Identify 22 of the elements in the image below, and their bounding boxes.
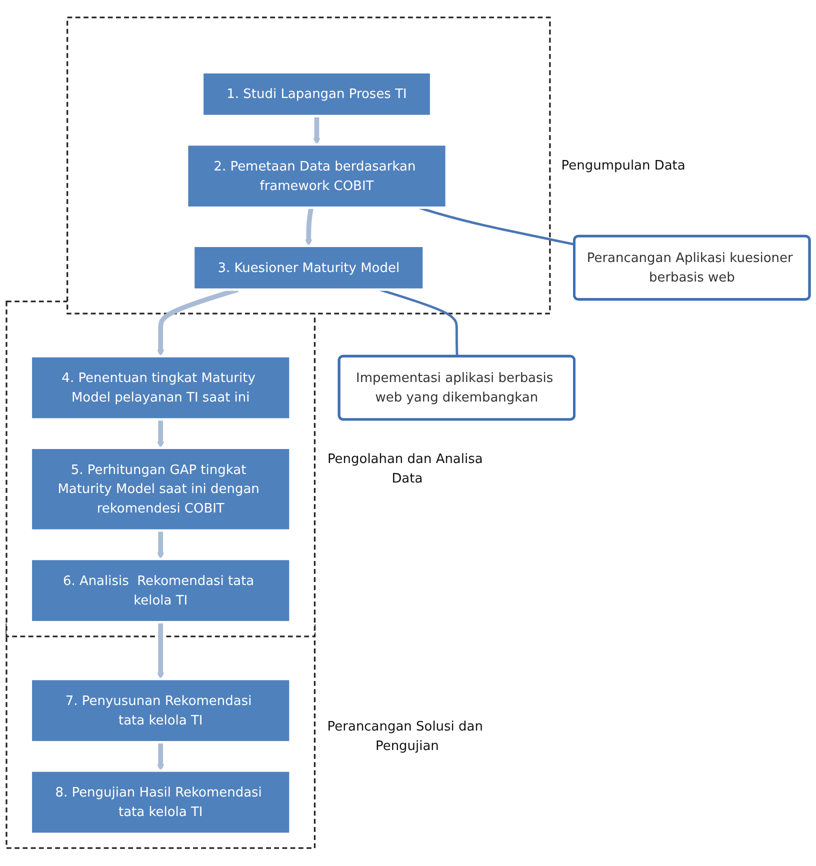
node-box: 7. Penyusunan Rekomendasi tata kelola TI bbox=[30, 678, 292, 744]
cluster bbox=[66, 16, 551, 315]
cluster bbox=[6, 624, 316, 850]
node-box: 6. Analisis Rekomendasi tata kelola TI bbox=[30, 558, 292, 624]
arrow bbox=[157, 742, 164, 772]
node-box: 1. Studi Lapangan Proses TI bbox=[201, 71, 432, 118]
node-box: 2. Pemetaan Data berdasarkan framework COBIT bbox=[186, 143, 448, 210]
node-label: Perancangan Solusi dan Pengujian bbox=[327, 718, 483, 754]
arrow bbox=[157, 530, 164, 560]
arrow bbox=[157, 420, 164, 448]
cluster bbox=[6, 300, 316, 638]
node-box: 8. Pengujian Hasil Rekomendasi tata kelola TI bbox=[30, 770, 292, 836]
arrow bbox=[313, 116, 320, 145]
node-box: 3. Kuesioner Maturity Model bbox=[192, 244, 426, 292]
node-box: 4. Penentuan tingkat Maturity Model pelayanan TI saat ini bbox=[30, 355, 292, 421]
node-label: Pengumpulan Data bbox=[561, 158, 686, 174]
connector bbox=[379, 288, 458, 357]
arrow bbox=[157, 622, 164, 680]
node-box: 5. Perhitungan GAP tingkat Maturity Model saat ini dengan rekomendesi COBIT bbox=[30, 446, 292, 532]
node-label: Pengolahan dan Analisa Data bbox=[327, 451, 483, 486]
connector bbox=[418, 206, 575, 246]
arrow bbox=[305, 207, 314, 246]
